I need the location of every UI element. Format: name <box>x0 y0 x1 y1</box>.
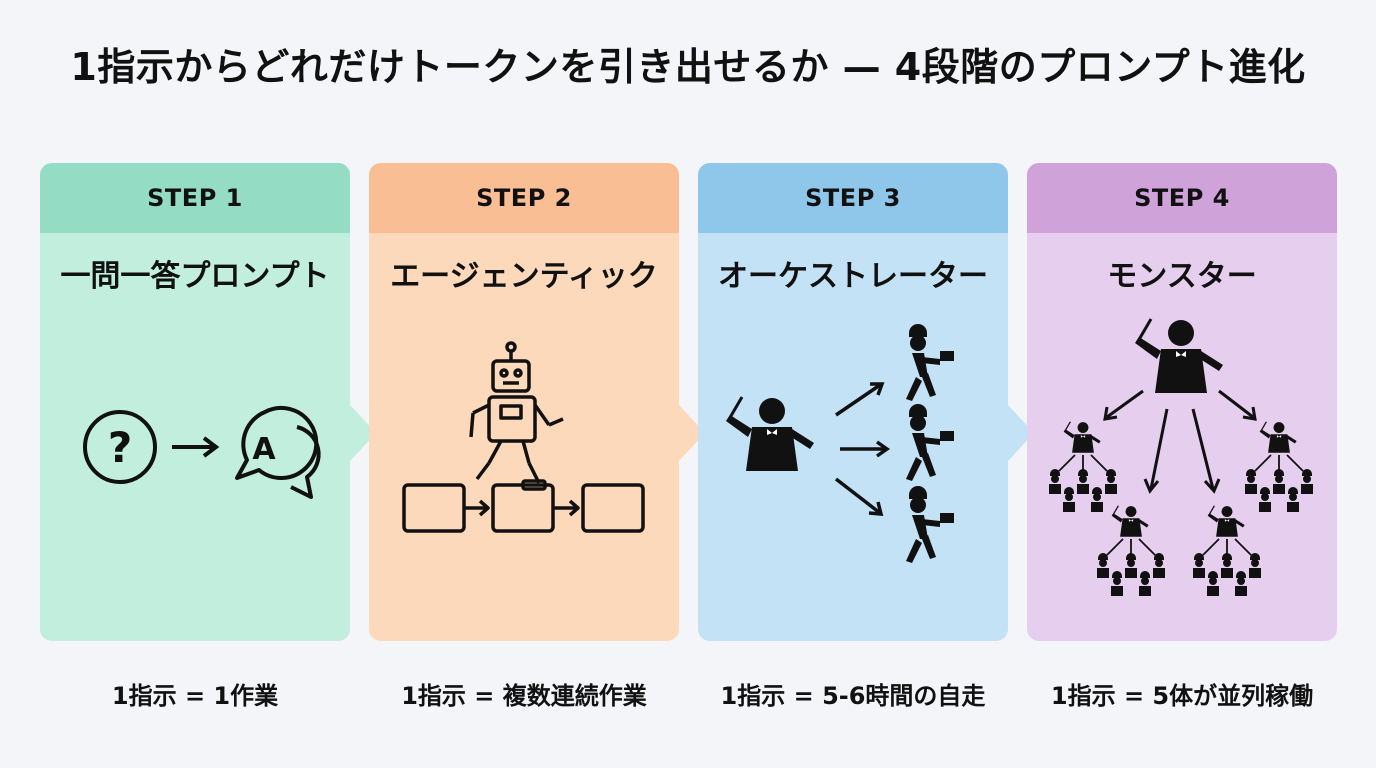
step-header-2: STEP 2 <box>369 163 679 233</box>
step-card-1: STEP 1 一問一答プロンプト ? A <box>40 163 350 641</box>
step-name-2: エージェンティック <box>390 259 658 294</box>
conductor-to-workers-icon <box>698 313 1008 633</box>
step-arrow-1 <box>350 405 378 461</box>
step-card-3: STEP 3 オーケストレーター <box>698 163 1008 641</box>
step-name-3: オーケストレーター <box>718 259 988 294</box>
robot-walking-steps-icon <box>369 313 679 633</box>
step-header-4: STEP 4 <box>1027 163 1337 233</box>
step-header-1: STEP 1 <box>40 163 350 233</box>
step-card-4: STEP 4 モンスター <box>1027 163 1337 641</box>
step-caption-1: 1指示 = 1作業 <box>111 682 279 710</box>
step-caption-3: 1指示 = 5-6時間の自走 <box>720 682 986 710</box>
step-caption-2: 1指示 = 複数連続作業 <box>401 682 647 710</box>
step-name-1: 一問一答プロンプト <box>60 259 330 294</box>
question-to-answer-icon: ? A <box>40 313 350 633</box>
svg-text:?: ? <box>108 423 132 472</box>
step-card-2: STEP 2 エージェンティック <box>369 163 679 641</box>
page-title: 1指示からどれだけトークンを引き出せるか — 4段階のプロンプト進化 <box>70 45 1306 89</box>
step-arrow-2 <box>679 405 707 461</box>
conductor-tree-icon <box>1027 313 1337 633</box>
step-header-3: STEP 3 <box>698 163 1008 233</box>
svg-text:A: A <box>252 432 276 467</box>
step-caption-4: 1指示 = 5体が並列稼働 <box>1050 682 1314 710</box>
step-name-4: モンスター <box>1107 259 1257 294</box>
step-arrow-3 <box>1008 405 1036 461</box>
